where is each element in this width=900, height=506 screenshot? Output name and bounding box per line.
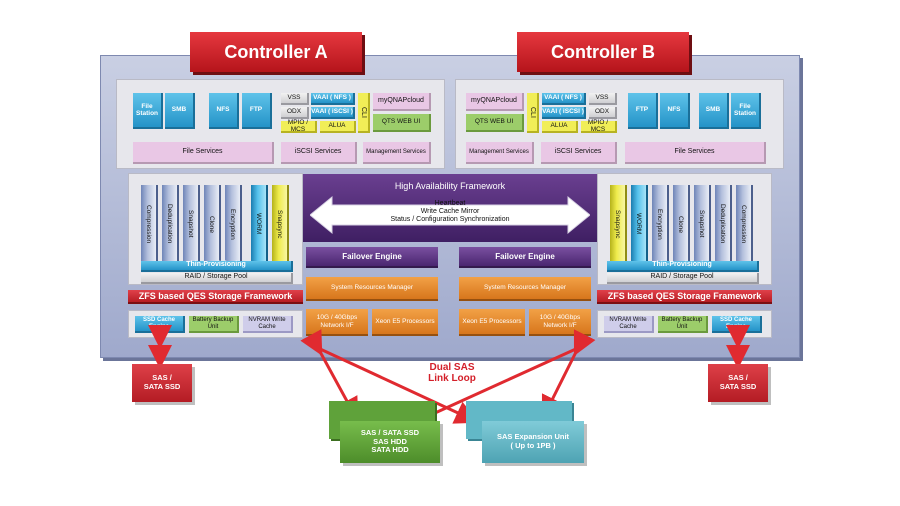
vaai-iscsi-button-a[interactable]: VAAI ( iSCSI ) [311, 107, 355, 119]
nvram-write-cache-b: NVRAM Write Cache [604, 316, 654, 333]
ha-status-sync: Status / Configuration Synchronization [390, 216, 510, 224]
nvram-write-cache-a: NVRAM Write Cache [243, 316, 293, 333]
green-storage-line-1: SAS / SATA SSD [360, 428, 420, 438]
file-station-button-b[interactable]: File Station [731, 93, 761, 129]
qts-web-ui-button-a[interactable]: QTS WEB UI [373, 114, 431, 132]
nfs-button-b[interactable]: NFS [660, 93, 690, 129]
management-services-b: Management Services [466, 142, 534, 164]
odx-button-a[interactable]: ODX [281, 107, 309, 119]
column-deduplication-b: Deduplication [715, 185, 732, 263]
green-storage-line-3: SATA HDD [371, 445, 409, 455]
cli-button-b[interactable]: CLI [527, 93, 539, 133]
file-services-a: File Services [133, 142, 274, 164]
mpio-button-b[interactable]: MPIO / MCS [581, 119, 617, 133]
xeon-processors-a: Xeon E5 Processors [372, 309, 438, 336]
cli-label-a: CLI [360, 106, 368, 118]
link-label-line-1: Dual SAS [429, 362, 475, 374]
myqnapcloud-button-a[interactable]: myQNAPcloud [373, 93, 431, 111]
teal-storage-line-2: ( Up to 1PB ) [510, 441, 556, 450]
column-snapsync-b: Snapsync [610, 185, 627, 263]
failover-engine-b: Failover Engine [459, 247, 591, 268]
ha-heartbeat: Heartbeat [434, 200, 466, 208]
column-compression-b: Compression [736, 185, 753, 263]
green-storage-front: SAS / SATA SSD SAS HDD SATA HDD [340, 421, 440, 463]
column-worm-b: WORM [631, 185, 648, 263]
teal-storage-line-1: SAS Expansion Unit [496, 432, 570, 442]
column-snapshot-b: Snapshot [694, 185, 711, 263]
column-label: Deduplication [719, 204, 727, 244]
column-label: Compression [145, 204, 153, 244]
column-snapsync-a: Snapsync [272, 185, 289, 263]
ha-framework-title: High Availability Framework [394, 180, 506, 191]
ftp-button-b[interactable]: FTP [628, 93, 658, 129]
link-label-line-2: Link Loop [428, 373, 476, 385]
alua-button-b[interactable]: ALUA [542, 121, 578, 133]
zfs-framework-b: ZFS based QES Storage Framework [597, 290, 772, 304]
battery-backup-unit-a: Battery Backup Unit [189, 316, 239, 333]
column-label: WORM [635, 213, 643, 235]
sas-sata-ssd-b: SAS / SATA SSD [708, 364, 768, 402]
column-encryption-b: Encryption [652, 185, 669, 263]
smb-button-a[interactable]: SMB [165, 93, 195, 129]
sas-sata-ssd-a: SAS / SATA SSD [132, 364, 192, 402]
column-label: Encryption [229, 208, 237, 240]
column-label: Compression [740, 204, 748, 244]
file-station-button-a[interactable]: File Station [133, 93, 163, 129]
vaai-nfs-button-b[interactable]: VAAI ( NFS ) [542, 93, 586, 105]
ssd-label-b: SAS / SATA SSD [719, 373, 757, 391]
controller-b-title: Controller B [517, 32, 689, 72]
column-label: Snapsync [614, 209, 622, 239]
ha-write-cache-mirror: Write Cache Mirror [420, 208, 480, 216]
cli-label-b: CLI [529, 106, 537, 118]
column-encryption-a: Encryption [225, 185, 242, 263]
mpio-button-a[interactable]: MPIO / MCS [281, 119, 317, 133]
vss-button-b[interactable]: VSS [589, 93, 617, 105]
alua-button-a[interactable]: ALUA [320, 121, 356, 133]
thin-provisioning-a: Thin-Provisioning [141, 261, 293, 272]
ftp-button-a[interactable]: FTP [242, 93, 272, 129]
column-deduplication-a: Deduplication [162, 185, 179, 263]
column-label: Snapsync [276, 209, 284, 239]
ssd-label-a: SAS / SATA SSD [143, 373, 181, 391]
vaai-nfs-button-a[interactable]: VAAI ( NFS ) [311, 93, 355, 105]
myqnapcloud-button-b[interactable]: myQNAPcloud [466, 93, 524, 111]
battery-backup-unit-b: Battery Backup Unit [658, 316, 708, 333]
failover-engine-a: Failover Engine [306, 247, 438, 268]
xeon-processors-b: Xeon E5 Processors [459, 309, 525, 336]
column-compression-a: Compression [141, 185, 158, 263]
column-label: Deduplication [166, 204, 174, 244]
column-clone-b: Clone [673, 185, 690, 263]
smb-button-b[interactable]: SMB [699, 93, 729, 129]
raid-storage-pool-b: RAID / Storage Pool [607, 273, 759, 284]
system-resources-manager-a: System Resources Manager [306, 277, 438, 301]
column-label: Clone [208, 215, 216, 233]
controller-a-title: Controller A [190, 32, 362, 72]
column-clone-a: Clone [204, 185, 221, 263]
vaai-iscsi-button-b[interactable]: VAAI ( iSCSI ) [542, 107, 586, 119]
column-label: WORM [255, 213, 263, 235]
column-snapshot-a: Snapshot [183, 185, 200, 263]
odx-button-b[interactable]: ODX [589, 107, 617, 119]
column-label: Snapshot [187, 210, 195, 238]
column-label: Snapshot [698, 210, 706, 238]
thin-provisioning-b: Thin-Provisioning [607, 261, 759, 272]
qts-web-ui-button-b[interactable]: QTS WEB UI [466, 114, 524, 132]
file-services-b: File Services [625, 142, 766, 164]
cli-button-a[interactable]: CLI [358, 93, 370, 133]
iscsi-services-a: iSCSI Services [281, 142, 357, 164]
column-worm-a: WORM [251, 185, 268, 263]
green-storage-line-2: SAS HDD [373, 436, 407, 446]
raid-storage-pool-a: RAID / Storage Pool [141, 273, 293, 284]
vss-button-a[interactable]: VSS [281, 93, 309, 105]
iscsi-services-b: iSCSI Services [541, 142, 617, 164]
teal-storage-front: SAS Expansion Unit ( Up to 1PB ) [482, 421, 584, 463]
system-resources-manager-b: System Resources Manager [459, 277, 591, 301]
nfs-button-a[interactable]: NFS [209, 93, 239, 129]
column-label: Clone [677, 215, 685, 233]
column-label: Encryption [656, 208, 664, 240]
zfs-framework-a: ZFS based QES Storage Framework [128, 290, 303, 304]
ha-double-arrow-icon [310, 195, 590, 235]
management-services-a: Management Services [363, 142, 431, 164]
